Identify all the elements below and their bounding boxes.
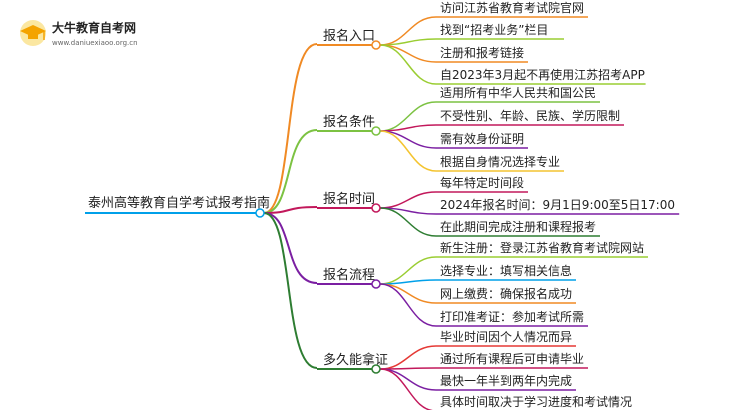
branch-label: 多久能拿证	[323, 352, 388, 368]
leaf-node: 不受性别、年龄、民族、学历限制	[436, 108, 624, 126]
leaf-node: 毕业时间因个人情况而异	[436, 330, 576, 347]
leaf-label: 适用所有中华人民共和国公民	[440, 85, 596, 100]
leaf-label: 在此期间完成注册和课程报考	[440, 219, 596, 234]
branch-link	[263, 43, 318, 214]
leaf-node: 选择专业：填写相关信息	[436, 263, 576, 281]
logo-title: 大牛教育自考网	[52, 20, 136, 35]
leaf-node: 通过所有课程后可申请毕业	[436, 351, 588, 369]
branch-link	[263, 129, 318, 214]
leaf-link	[379, 207, 437, 237]
leaf-link	[379, 130, 437, 149]
branch-label: 报名时间	[323, 191, 375, 207]
leaf-label: 选择专业：填写相关信息	[440, 263, 572, 278]
mindmap-links	[263, 16, 437, 410]
leaf-node: 打印准考证：参加考试所需	[436, 309, 588, 327]
leaf-label: 最快一年半到两年内完成	[440, 373, 572, 388]
mindmap-branches: 报名入口 访问江苏省教育考试院官网找到“招考业务”栏目注册和报考链接自2023年3…	[317, 0, 680, 409]
leaf-node: 最快一年半到两年内完成	[436, 373, 576, 391]
logo: 大牛教育自考网 www.daniuexiaoo.org.cn	[20, 20, 138, 47]
logo-url: www.daniuexiaoo.org.cn	[52, 39, 138, 47]
leaf-node: 自2023年3月起不再使用江苏招考APP	[436, 67, 646, 85]
branch-node: 报名时间	[317, 191, 381, 213]
leaf-label: 每年特定时间段	[440, 175, 524, 190]
branch-label: 报名条件	[323, 114, 375, 130]
branch-link	[263, 206, 318, 214]
leaf-label: 具体时间取决于学习进度和考试情况	[440, 394, 632, 409]
leaf-label: 需有效身份证明	[440, 131, 524, 146]
root-node: 泰州高等教育自学考试报考指南	[85, 195, 270, 218]
branch-node: 报名流程	[317, 267, 381, 289]
leaf-node: 根据自身情况选择专业	[436, 154, 564, 172]
leaf-link	[379, 191, 437, 209]
leaf-node: 具体时间取决于学习进度和考试情况	[440, 394, 632, 409]
leaf-node: 注册和报考链接	[436, 45, 528, 63]
branch-node: 报名条件	[317, 114, 381, 136]
branch-connector	[371, 364, 381, 374]
leaf-label: 网上缴费：确保报名成功	[440, 286, 572, 301]
leaf-label: 打印准考证：参加考试所需	[440, 309, 584, 324]
branch-label: 报名入口	[323, 28, 375, 44]
leaf-link	[379, 44, 437, 63]
leaf-label: 通过所有课程后可申请毕业	[440, 351, 584, 366]
root-connector	[255, 208, 265, 218]
leaf-link	[379, 38, 437, 46]
leaf-node: 网上缴费：确保报名成功	[436, 286, 576, 304]
branch-connector	[371, 203, 381, 213]
branch-connector	[371, 279, 381, 289]
branch-node: 多久能拿证	[317, 352, 388, 374]
branch-label: 报名流程	[323, 267, 375, 283]
leaf-link	[379, 283, 437, 304]
leaf-link	[379, 283, 437, 327]
leaf-node: 每年特定时间段	[436, 175, 528, 193]
leaf-node: 访问江苏省教育考试院官网	[436, 0, 588, 18]
leaf-node: 需有效身份证明	[436, 131, 528, 149]
leaf-link	[379, 124, 437, 132]
leaf-label: 根据自身情况选择专业	[440, 154, 560, 169]
leaf-link	[379, 101, 437, 132]
leaf-node: 2024年报名时间：9月1日9:00至5日17:00	[436, 197, 680, 215]
leaf-link	[379, 368, 437, 391]
leaf-label: 注册和报考链接	[440, 45, 524, 60]
leaf-node: 在此期间完成注册和课程报考	[436, 219, 600, 237]
branch-connector	[371, 126, 381, 136]
branch-connector	[371, 40, 381, 50]
leaf-label: 毕业时间因个人情况而异	[440, 330, 572, 344]
leaf-node: 适用所有中华人民共和国公民	[436, 85, 600, 103]
branch-link	[263, 212, 318, 284]
leaf-link	[379, 345, 437, 370]
leaf-label: 访问江苏省教育考试院官网	[440, 0, 584, 15]
leaf-link	[379, 279, 437, 285]
leaf-link	[379, 130, 437, 172]
leaf-node: 找到“招考业务”栏目	[436, 22, 564, 40]
root-label: 泰州高等教育自学考试报考指南	[88, 195, 270, 211]
branch-link	[263, 212, 318, 369]
branch-node: 报名入口	[317, 28, 381, 50]
leaf-label: 自2023年3月起不再使用江苏招考APP	[440, 67, 645, 82]
graduation-cap-icon	[20, 20, 46, 46]
leaf-label: 找到“招考业务”栏目	[440, 22, 548, 37]
leaf-node: 新生注册：登录江苏省教育考试院网站	[436, 240, 648, 258]
leaf-link	[379, 16, 437, 46]
leaf-link	[379, 44, 437, 85]
leaf-label: 2024年报名时间：9月1日9:00至5日17:00	[440, 197, 675, 212]
leaf-label: 不受性别、年龄、民族、学历限制	[440, 108, 620, 123]
leaf-label: 新生注册：登录江苏省教育考试院网站	[440, 240, 644, 255]
